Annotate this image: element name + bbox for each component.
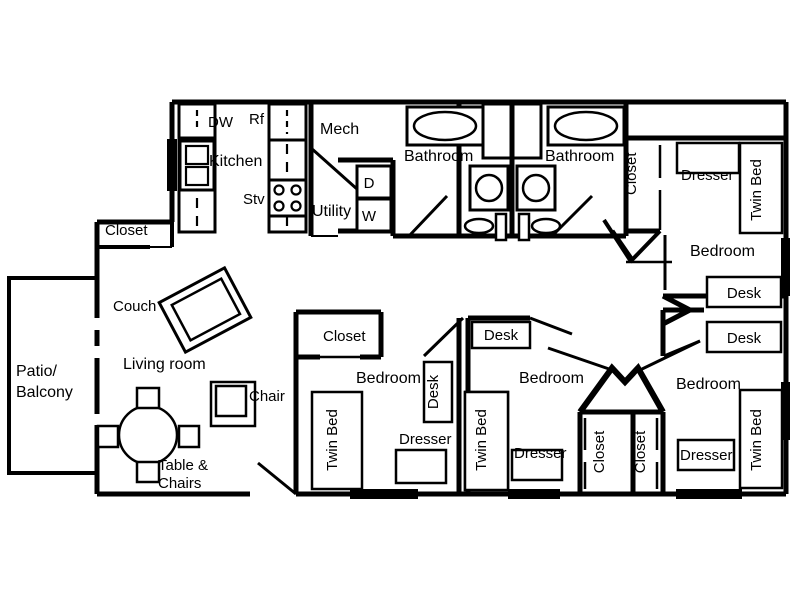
- dresser-bottom-left: [394, 448, 448, 485]
- bedroom-top-right-label: Bedroom: [690, 243, 755, 260]
- closet-bedroom-bl-label: Closet: [323, 328, 366, 345]
- refrigerator-label: Rf: [249, 111, 265, 128]
- stove-label: Stv: [243, 191, 265, 208]
- window-kitchen-left: [167, 139, 177, 191]
- living-bedroom-diagonal: [257, 461, 297, 496]
- dining-chair-bottom: [135, 460, 161, 484]
- closet-bifold-door-swing: [577, 362, 666, 414]
- mech-utility-area: [308, 102, 396, 237]
- chair-label: Chair: [249, 388, 285, 405]
- kitchen-sink-icon: [178, 139, 216, 192]
- washer-icon: [355, 197, 393, 233]
- dresser-bottom-left-label: Dresser: [399, 431, 452, 448]
- dryer-label: D: [364, 175, 375, 192]
- vanity-right-icon: [511, 102, 543, 160]
- kitchen-appliance-run: [267, 102, 308, 234]
- window-bottom-right: [676, 489, 742, 499]
- bedroom-bl-entry-diagonal: [422, 316, 465, 358]
- closet-mid-right-label: Closet: [632, 430, 649, 473]
- desk-lower-right: [705, 320, 783, 354]
- bathroom-left-label: Bathroom: [404, 148, 473, 165]
- center-closets: [547, 339, 701, 492]
- sink-right-icon: [515, 164, 557, 212]
- bathtub-right-icon: [546, 105, 626, 147]
- desk-upper-right-label: Desk: [727, 285, 762, 302]
- desk-lower-right-label: Desk: [727, 330, 762, 347]
- bathtub-left-icon: [405, 105, 485, 147]
- kitchen-label: Kitchen: [209, 153, 262, 170]
- couch-icon: [157, 265, 253, 355]
- dresser-bottom-right: [676, 438, 736, 472]
- bedroom-bottom-mid-label: Bedroom: [519, 370, 584, 387]
- desk-bottom-left: [422, 360, 454, 424]
- utility-label: Utility: [312, 203, 351, 220]
- table-chairs-label-line2: Chairs: [158, 475, 201, 492]
- sink-left-icon: [468, 164, 510, 212]
- dresser-bottom-mid: [510, 448, 564, 482]
- bathroom-left-door-swing: [407, 194, 449, 238]
- dryer-icon: [355, 164, 393, 200]
- desk-bottom-mid: [470, 320, 532, 350]
- dining-table-and-chairs: [96, 386, 201, 484]
- dining-chair-right: [177, 424, 201, 449]
- twin-bed-top-right-label: Twin Bed: [748, 159, 765, 221]
- twin-bed-bottom-left-label: Twin Bed: [324, 409, 341, 471]
- bedroom-mid-entry-diagonal: [529, 316, 573, 336]
- desks-right-wall: [661, 275, 783, 354]
- toilet-right-icon: [517, 212, 562, 242]
- patio-label-line2: Balcony: [16, 384, 73, 401]
- washer-label: W: [362, 208, 377, 225]
- closet-mid-left-label: Closet: [591, 430, 608, 473]
- dresser-bottom-mid-label: Dresser: [514, 445, 567, 462]
- dishwasher-label: DW: [208, 114, 234, 131]
- armchair-icon: [209, 380, 257, 428]
- patio-balcony-room: [7, 276, 97, 475]
- twin-bed-bottom-right: [738, 388, 784, 490]
- bedroom-bottom-left-label: Bedroom: [356, 370, 421, 387]
- bathroom-fixtures-center: [463, 102, 562, 242]
- vanity-left-icon: [481, 102, 513, 160]
- twin-bed-bottom-mid-label: Twin Bed: [473, 409, 490, 471]
- desk-bottom-left-label: Desk: [425, 374, 442, 409]
- toilet-left-icon: [463, 212, 508, 242]
- window-markers: [167, 139, 790, 499]
- dining-table-icon: [117, 404, 179, 466]
- kitchen-room: [177, 102, 217, 234]
- bedroom-bottom-left-furniture: [310, 360, 454, 491]
- couch-label: Couch: [113, 298, 156, 315]
- mech-label: Mech: [320, 121, 359, 138]
- closet-living-label: Closet: [105, 222, 148, 239]
- patio-label-line1: Patio/: [16, 363, 57, 380]
- dresser-bottom-right-label: Dresser: [680, 447, 733, 464]
- window-bottom-left: [350, 489, 418, 499]
- dining-chair-top: [135, 386, 161, 410]
- window-right-upper: [781, 238, 790, 296]
- living-room-label: Living room: [123, 356, 206, 373]
- dresser-top-right-label: Dresser: [681, 167, 734, 184]
- window-bottom-mid: [508, 489, 560, 499]
- closet-living-room: [95, 222, 174, 249]
- bedroom-bottom-right-label: Bedroom: [676, 376, 741, 393]
- twin-bed-bottom-left: [310, 390, 364, 491]
- desk-bottom-mid-label: Desk: [484, 327, 519, 344]
- twin-bed-top-right: [738, 141, 784, 235]
- table-chairs-label-line1: Table &: [158, 457, 208, 474]
- dining-chair-left: [96, 424, 120, 449]
- bedroom-mid-bed-group: [463, 390, 510, 492]
- closet-bath-right-label: Closet: [623, 152, 640, 195]
- window-right-lower: [781, 382, 790, 440]
- bathroom-right-label: Bathroom: [545, 148, 614, 165]
- closet-bedroom-bottom-left: [296, 309, 384, 360]
- twin-bed-bottom-right-label: Twin Bed: [748, 409, 765, 471]
- bedroom-bottom-right-furniture: [676, 388, 784, 490]
- closet-door-swing-b: [628, 229, 662, 264]
- stove-icon: [267, 178, 308, 218]
- desk-upper-right: [705, 275, 783, 309]
